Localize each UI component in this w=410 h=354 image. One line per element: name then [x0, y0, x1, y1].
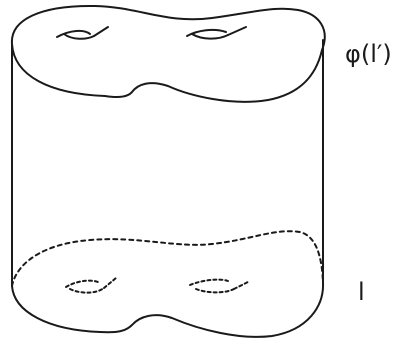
bottom-surface-back-edge — [11, 230, 324, 287]
bottom-curve-label: l — [358, 278, 365, 306]
top-right-handle-upper — [186, 28, 227, 37]
top-right-handle-lower — [191, 33, 229, 40]
bottom-right-handle-tail — [233, 281, 249, 290]
top-left-handle-tail — [93, 26, 109, 37]
bottom-left-handle-lower — [69, 287, 105, 294]
top-right-handle-tail — [227, 26, 247, 36]
bottom-right-handle-upper — [189, 278, 229, 286]
bottom-left-handle-upper — [65, 279, 99, 288]
bottom-right-handle-lower — [195, 288, 235, 294]
bottom-surface-front-edge — [11, 282, 325, 338]
top-left-handle-upper — [56, 29, 91, 38]
bottom-left-handle-tail — [103, 277, 117, 289]
top-surface-outline — [10, 4, 326, 103]
top-left-handle-lower — [63, 33, 95, 40]
top-curve-label: φ(l′) — [345, 40, 392, 68]
